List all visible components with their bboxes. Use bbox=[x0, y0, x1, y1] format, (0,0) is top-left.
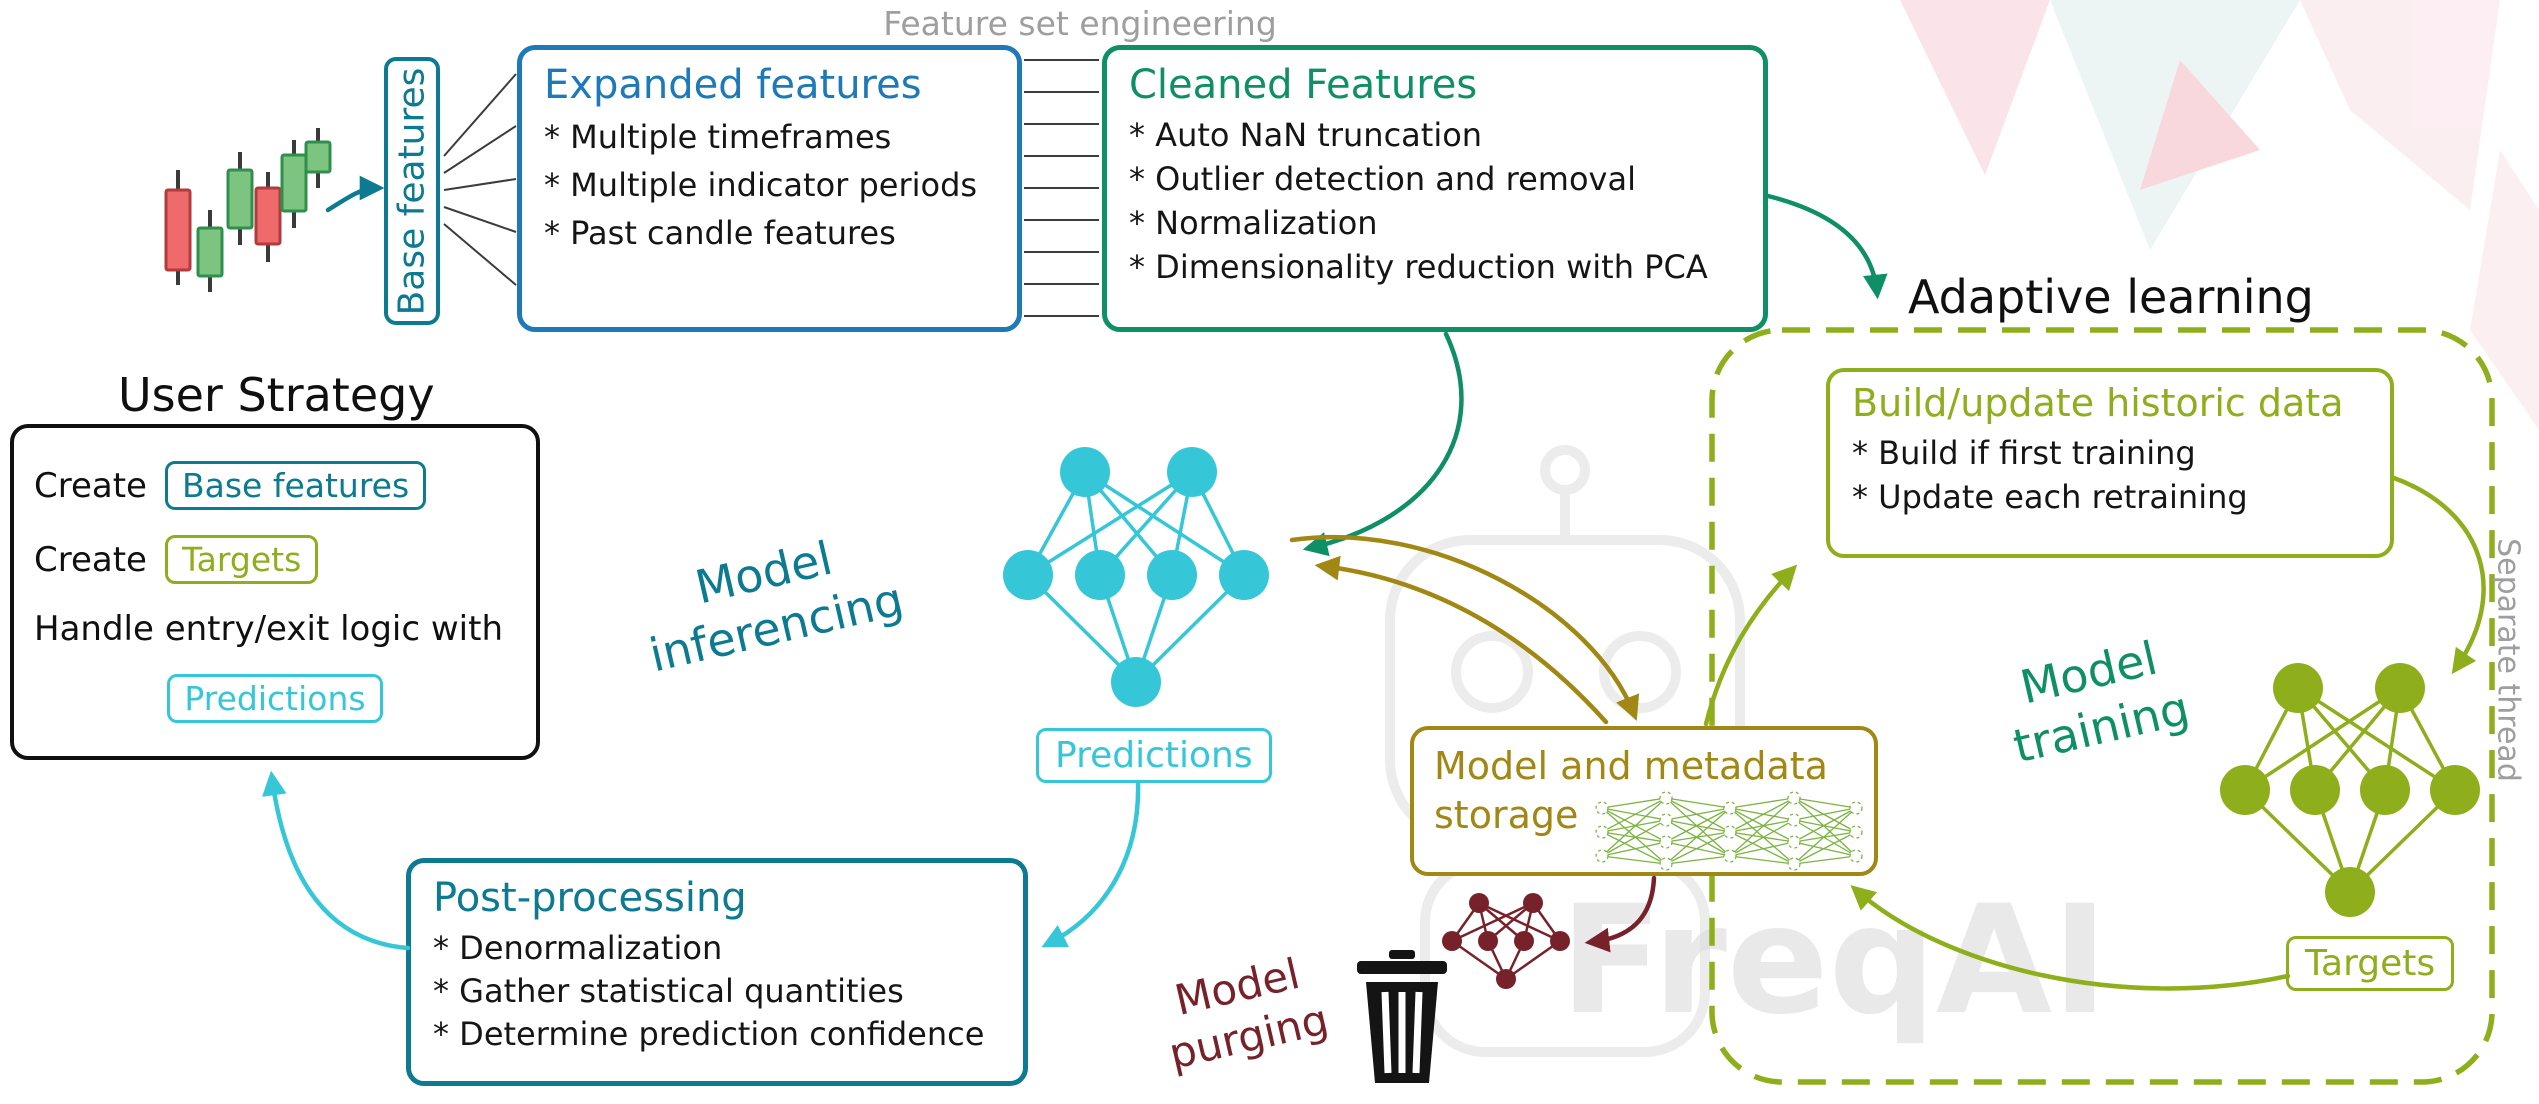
build-update-box: Build/update historic data * Build if fi… bbox=[1826, 368, 2394, 558]
cleaned-features-box: Cleaned Features * Auto NaN truncation *… bbox=[1102, 45, 1768, 332]
list-item: * Auto NaN truncation bbox=[1129, 116, 1483, 154]
expanded-features-box: Expanded features * Multiple timeframes … bbox=[517, 45, 1022, 332]
list-item: * Normalization bbox=[1129, 204, 1378, 242]
list-item: * Denormalization bbox=[433, 929, 723, 967]
list-item: * Determine prediction confidence bbox=[433, 1015, 985, 1053]
handle-logic-text: Handle entry/exit logic with bbox=[34, 609, 503, 649]
separate-thread-label: Separate thread bbox=[2490, 538, 2526, 782]
targets-chip: Targets bbox=[164, 535, 319, 584]
list-item: * Dimensionality reduction with PCA bbox=[1129, 248, 1708, 286]
storage-title-line2: storage bbox=[1434, 793, 1579, 838]
freqai-watermark-text: FreqAI bbox=[1560, 874, 2108, 1048]
expanded-features-title: Expanded features bbox=[544, 62, 922, 108]
post-processing-list: * Denormalization * Gather statistical q… bbox=[411, 929, 1023, 1053]
logo-watermark-shapes bbox=[1900, 0, 2539, 430]
create-targets-row: Create Targets bbox=[34, 535, 516, 584]
predictions-tag: Predictions bbox=[1036, 728, 1272, 783]
list-item: * Multiple indicator periods bbox=[544, 166, 978, 204]
handle-logic-row: Handle entry/exit logic with bbox=[34, 609, 516, 649]
predictions-chip-row: Predictions bbox=[34, 674, 516, 723]
base-features-label: Base features bbox=[391, 67, 433, 315]
feature-set-engineering-label: Feature set engineering bbox=[883, 4, 1277, 43]
expanded-features-list: * Multiple timeframes * Multiple indicat… bbox=[522, 118, 1017, 252]
targets-tag: Targets bbox=[2286, 936, 2455, 991]
list-item: * Build if first training bbox=[1852, 433, 2196, 472]
adaptive-learning-heading: Adaptive learning bbox=[1908, 270, 2314, 324]
create-label: Create bbox=[34, 539, 147, 580]
build-update-title: Build/update historic data bbox=[1852, 381, 2344, 425]
cleaned-features-title: Cleaned Features bbox=[1129, 62, 1478, 108]
list-item: * Outlier detection and removal bbox=[1129, 160, 1636, 198]
create-base-features-row: Create Base features bbox=[34, 461, 516, 510]
base-features-chip: Base features bbox=[164, 461, 427, 510]
list-item: * Past candle features bbox=[544, 214, 896, 252]
list-item: * Update each retraining bbox=[1852, 477, 2248, 516]
base-features-box: Base features bbox=[384, 57, 440, 325]
create-label: Create bbox=[34, 465, 147, 506]
predictions-chip: Predictions bbox=[167, 674, 383, 723]
user-strategy-box: Create Base features Create Targets Hand… bbox=[10, 424, 540, 760]
list-item: * Gather statistical quantities bbox=[433, 972, 904, 1010]
build-update-list: * Build if first training * Update each … bbox=[1830, 434, 2390, 516]
post-processing-box: Post-processing * Denormalization * Gath… bbox=[406, 858, 1028, 1086]
storage-title-line1: Model and metadata bbox=[1434, 744, 1828, 788]
list-item: * Multiple timeframes bbox=[544, 118, 892, 156]
user-strategy-heading: User Strategy bbox=[118, 368, 435, 422]
model-storage-box: Model and metadata storage bbox=[1410, 726, 1878, 876]
cleaned-features-list: * Auto NaN truncation * Outlier detectio… bbox=[1107, 116, 1763, 286]
post-processing-title: Post-processing bbox=[433, 875, 747, 921]
